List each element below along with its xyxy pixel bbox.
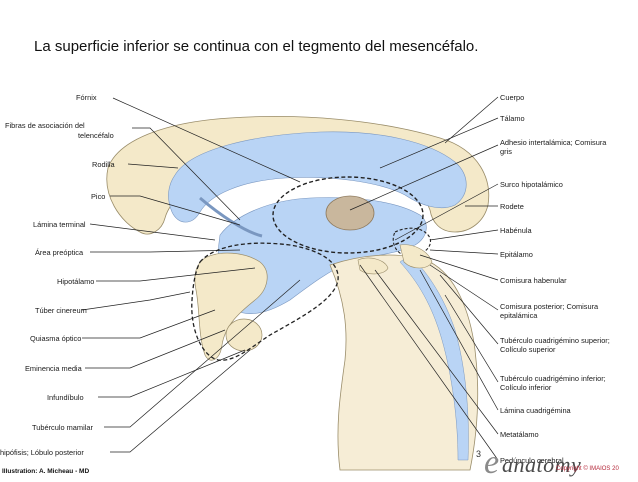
label-surco-hipotalamico: Surco hipotalámico bbox=[500, 180, 563, 189]
copyright-notice: Copyright © IMAIOS 20 bbox=[556, 466, 619, 472]
thalamus-outline bbox=[272, 176, 424, 254]
pituitary bbox=[225, 318, 263, 352]
label-hipofisis: hipófisis; Lóbulo posterior bbox=[0, 448, 84, 457]
label-rodilla: Rodilla bbox=[92, 160, 115, 169]
fornix-path bbox=[199, 196, 263, 238]
label-tuberculo-mamilar: Tubérculo mamilar bbox=[32, 423, 93, 432]
label-area-preoptica: Área preóptica bbox=[35, 248, 84, 257]
label-cuerpo: Cuerpo bbox=[500, 93, 524, 102]
eanatomy-logo-text: anatomy bbox=[502, 452, 582, 477]
label-pico: Pico bbox=[91, 192, 105, 201]
label-tuberculo-superior: Tubérculo cuadrigémino superior; bbox=[500, 336, 610, 345]
label-lamina-terminal: Lámina terminal bbox=[33, 220, 86, 229]
right-leader-lines bbox=[349, 96, 499, 461]
eanatomy-logo-mark: e bbox=[484, 444, 500, 481]
label-comisura-habenular: Comisura habenular bbox=[500, 276, 567, 285]
illustration-credit: Illustration: A. Micheau - MD bbox=[2, 468, 90, 475]
label-comisura-posterior: Comisura posterior; Comisura bbox=[500, 302, 599, 311]
label-coliculo-inferior: Colículo inferior bbox=[500, 383, 552, 392]
label-tuberculo-inferior: Tubérculo cuadrigémino inferior; bbox=[500, 374, 606, 383]
label-coliculo-superior: Colículo superior bbox=[500, 345, 556, 354]
label-telencefalo: telencéfalo bbox=[78, 131, 114, 140]
slide-caption: La superficie inferior se continua con e… bbox=[34, 38, 479, 55]
colliculi bbox=[399, 244, 433, 269]
label-epitalamo: Epitálamo bbox=[500, 250, 533, 259]
interthalamic-adhesion bbox=[325, 195, 375, 231]
label-tuber-cinereum: Túber cinereum bbox=[35, 306, 87, 315]
left-leader-lines bbox=[81, 97, 301, 453]
label-fornix: Fórnix bbox=[76, 93, 97, 102]
label-eminencia-media: Eminencia media bbox=[25, 364, 83, 373]
label-epitalamica: epitalámica bbox=[500, 311, 538, 320]
lateral-ventricle bbox=[168, 131, 467, 223]
label-adhesio: Adhesio intertalámica; Comisura bbox=[500, 138, 607, 147]
label-lamina-cuadrigemina: Lámina cuadrigémina bbox=[500, 406, 572, 415]
hypothalamus-region bbox=[194, 252, 268, 361]
label-hipotalamo: Hipotálamo bbox=[57, 277, 94, 286]
label-habenula: Habénula bbox=[500, 226, 533, 235]
label-pedunculo-cerebral: Pedúnculo cerebral bbox=[500, 456, 564, 465]
label-infundibulo: Infundíbulo bbox=[47, 393, 84, 402]
label-gris: gris bbox=[500, 147, 512, 156]
label-metatalamo: Metatálamo bbox=[500, 430, 539, 439]
hypothalamus-outline bbox=[191, 242, 339, 361]
label-rodete: Rodete bbox=[500, 202, 524, 211]
label-quiasma-optico: Quiasma óptico bbox=[30, 334, 81, 343]
label-fibras: Fibras de asociación del bbox=[5, 121, 85, 130]
label-talamo: Tálamo bbox=[500, 114, 525, 123]
page-number: 3 bbox=[476, 449, 482, 459]
